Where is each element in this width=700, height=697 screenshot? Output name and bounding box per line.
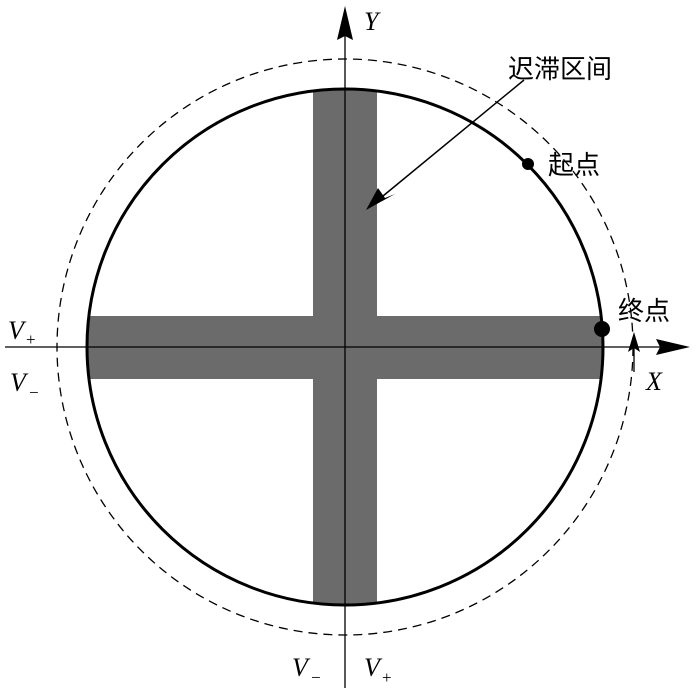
- end-point: [594, 321, 610, 337]
- svg-text:V: V: [10, 368, 29, 397]
- y-axis-arrow-icon: [337, 6, 353, 40]
- start-label: 起点: [548, 151, 600, 181]
- hysteresis-label: 迟滞区间: [508, 55, 612, 85]
- svg-text:+: +: [382, 668, 392, 687]
- svg-text:V: V: [364, 653, 383, 682]
- svg-text:−: −: [29, 383, 39, 402]
- end-label: 终点: [618, 297, 670, 327]
- x-axis-arrow-icon: [656, 339, 690, 355]
- svg-text:V: V: [8, 316, 27, 345]
- start-point: [522, 158, 534, 170]
- svg-text:+: +: [26, 330, 36, 349]
- end-marker-arrow-icon: [628, 332, 640, 352]
- hysteresis-pointer-line: [382, 79, 525, 197]
- voltage-label-left-lower: V −: [10, 368, 39, 402]
- svg-text:−: −: [311, 668, 321, 687]
- voltage-label-bottom-left: V −: [292, 653, 321, 687]
- y-axis-label: Y: [364, 7, 381, 36]
- hysteresis-bands: [87, 89, 603, 605]
- voltage-label-left-upper: V +: [8, 316, 36, 349]
- x-axis-label: X: [645, 367, 663, 396]
- svg-text:V: V: [292, 653, 311, 682]
- voltage-label-bottom-right: V +: [364, 653, 392, 687]
- hysteresis-pointer-arrow-icon: [366, 188, 395, 210]
